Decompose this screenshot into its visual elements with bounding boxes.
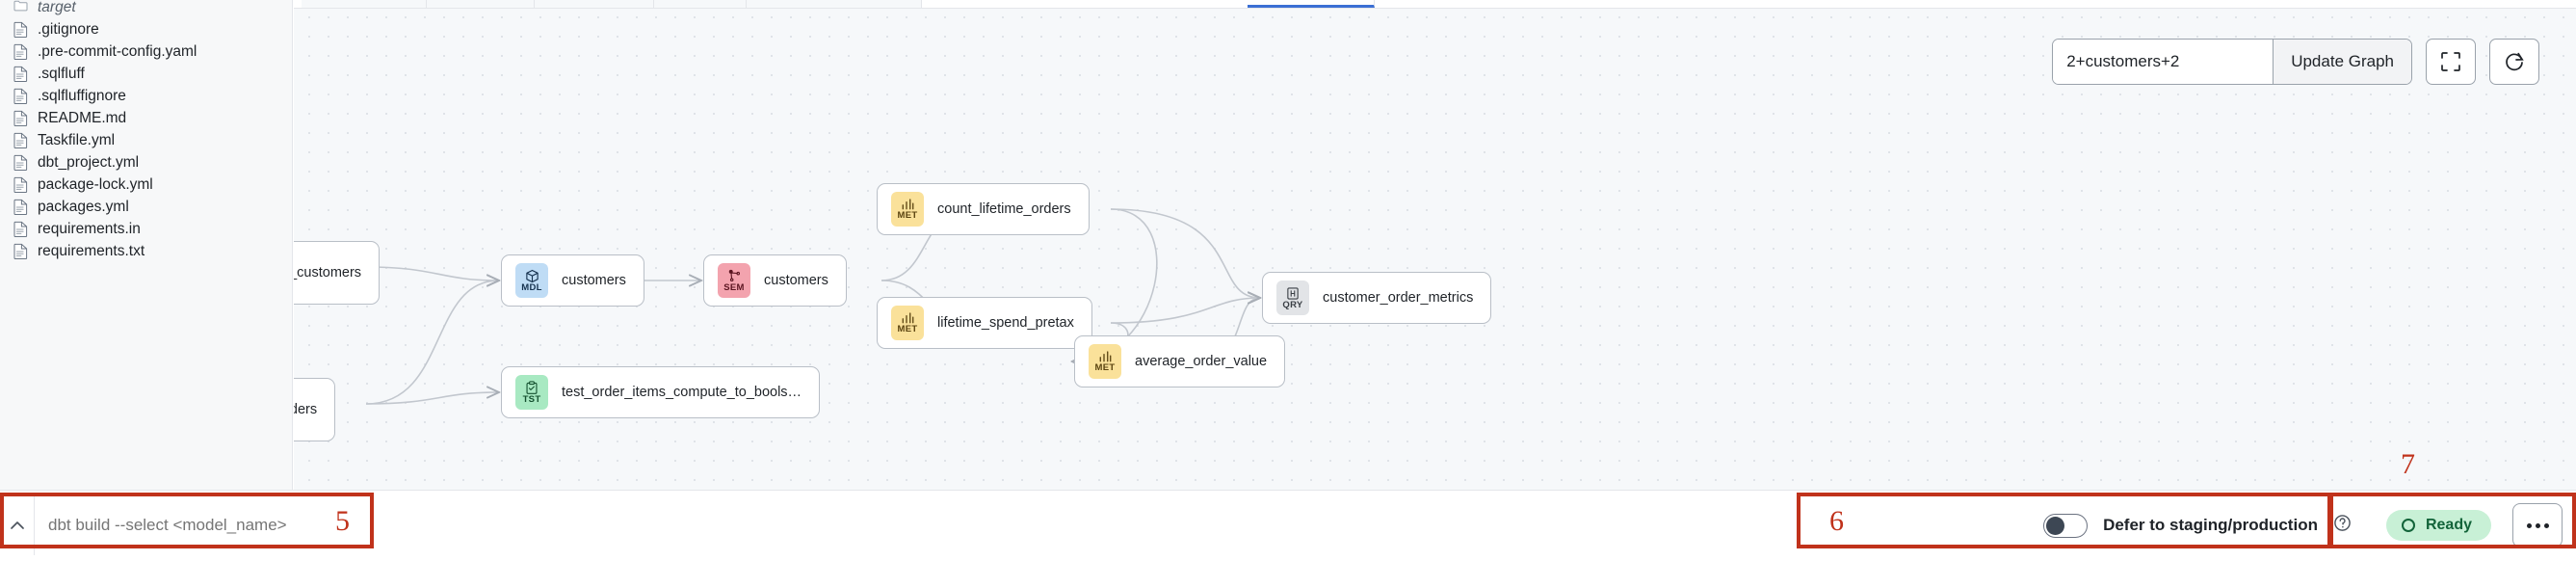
file-icon <box>13 66 28 82</box>
badge-code: QRY <box>1282 299 1303 310</box>
graph-selector-input[interactable] <box>2053 40 2274 84</box>
graph-node[interactable]: MET count_lifetime_orders <box>877 183 1090 235</box>
file-list-item[interactable]: .sqlfluff <box>0 63 292 85</box>
file-list-item[interactable]: requirements.in <box>0 218 292 240</box>
tab-chip-active[interactable] <box>1248 0 1375 8</box>
file-icon <box>13 88 28 104</box>
badge-code: MET <box>897 324 918 334</box>
graph-node-label: count_lifetime_orders <box>937 201 1071 217</box>
graph-node[interactable]: MET average_order_value <box>1074 335 1286 387</box>
graph-node-label: customers <box>562 273 626 288</box>
defer-toggle[interactable] <box>2043 513 2089 538</box>
graph-node-label: lifetime_spend_pretax <box>937 315 1074 331</box>
status-badge-label: Ready <box>2425 517 2472 533</box>
ellipsis-icon[interactable] <box>2512 503 2563 548</box>
file-icon <box>13 243 28 259</box>
toggle-knob <box>2046 516 2065 535</box>
graph-node-label: average_order_value <box>1135 354 1268 369</box>
file-list-item-label: .gitignore <box>38 20 99 38</box>
status-bar: Defer to staging/production Ready <box>0 490 2576 561</box>
graph-node-label: customers <box>764 273 828 288</box>
file-list-item[interactable]: .sqlfluffignore <box>0 85 292 107</box>
file-list-item-label: package-lock.yml <box>38 175 153 193</box>
graph-node-label: orders <box>294 402 318 417</box>
file-list-item-label: .sqlfluff <box>38 65 85 82</box>
graph-node[interactable]: tg_customers <box>294 241 381 305</box>
defer-label: Defer to staging/production <box>2103 516 2318 534</box>
tab-chip[interactable] <box>747 0 922 8</box>
file-icon <box>13 154 28 171</box>
graph-node-label: test_order_items_compute_to_bools… <box>562 385 802 400</box>
file-list-item[interactable]: requirements.txt <box>0 240 292 262</box>
file-list-item-label: requirements.in <box>38 220 141 237</box>
tab-chip[interactable] <box>535 0 654 8</box>
file-list-item-label: .sqlfluffignore <box>38 87 126 104</box>
graph-node-label: tg_customers <box>294 265 362 280</box>
mdl-badge-icon: MDL <box>515 263 548 298</box>
qry-badge-icon: QRY <box>1276 280 1309 315</box>
file-list-item[interactable]: package-lock.yml <box>0 174 292 196</box>
badge-code: MDL <box>521 281 542 293</box>
badge-code: SEM <box>723 281 745 293</box>
graph-node[interactable]: TST test_order_items_compute_to_bools… <box>501 366 821 418</box>
graph-node[interactable]: MET lifetime_spend_pretax <box>877 297 1092 349</box>
file-list-item-label: .pre-commit-config.yaml <box>38 42 197 60</box>
update-graph-button[interactable]: Update Graph <box>2273 40 2411 84</box>
status-badge[interactable]: Ready <box>2385 510 2491 541</box>
badge-code: MET <box>1094 362 1116 373</box>
graph-toolbar: Update Graph <box>2052 39 2539 85</box>
file-list-item-label: README.md <box>38 109 127 126</box>
refresh-icon[interactable] <box>2489 39 2539 85</box>
command-input[interactable] <box>35 516 372 535</box>
file-list-item[interactable]: .pre-commit-config.yaml <box>0 40 292 63</box>
tst-badge-icon: TST <box>515 375 548 410</box>
file-icon <box>13 110 28 126</box>
file-list-item-label: packages.yml <box>38 198 129 215</box>
file-list: target .gitignore .pre-commit-config.yaml.… <box>0 0 292 262</box>
file-list-item[interactable]: .gitignore <box>0 18 292 40</box>
file-list-item[interactable]: README.md <box>0 107 292 129</box>
tab-chip[interactable] <box>302 0 427 8</box>
met-badge-icon: MET <box>1089 344 1121 379</box>
met-badge-icon: MET <box>891 192 924 227</box>
file-icon <box>13 43 28 60</box>
file-list-item-label: Taskfile.yml <box>38 131 116 148</box>
file-explorer-panel[interactable]: target .gitignore .pre-commit-config.yaml.… <box>0 0 293 490</box>
tab-chip[interactable] <box>654 0 747 8</box>
editor-tab-strip[interactable] <box>294 0 2576 9</box>
graph-node[interactable]: SEM customers <box>703 254 847 307</box>
tab-chip[interactable] <box>427 0 535 8</box>
fullscreen-icon[interactable] <box>2426 39 2476 85</box>
file-list-item-label: target <box>38 0 76 15</box>
badge-code: MET <box>897 210 918 221</box>
file-list-item-label: requirements.txt <box>38 242 145 259</box>
graph-node[interactable]: QRY customer_order_metrics <box>1262 272 1492 324</box>
folder-icon <box>13 0 28 15</box>
file-list-item[interactable]: target <box>0 0 292 18</box>
graph-node[interactable]: orders <box>294 378 336 441</box>
file-icon <box>13 21 28 38</box>
file-list-item-label: dbt_project.yml <box>38 153 140 171</box>
chevron-up-icon[interactable] <box>0 495 35 555</box>
status-ring-icon <box>2401 519 2415 532</box>
file-icon <box>13 221 28 237</box>
command-bar <box>0 495 372 555</box>
sem-badge-icon: SEM <box>718 263 750 298</box>
graph-node-label: customer_order_metrics <box>1323 290 1474 306</box>
file-icon <box>13 199 28 215</box>
graph-node[interactable]: MDL customers <box>501 254 644 307</box>
defer-control: Defer to staging/production <box>2007 513 2369 538</box>
file-list-item[interactable]: packages.yml <box>0 196 292 218</box>
help-circle-icon[interactable] <box>2333 514 2352 537</box>
file-icon <box>13 132 28 148</box>
file-list-item[interactable]: Taskfile.yml <box>0 129 292 151</box>
status-bar-right: Defer to staging/production Ready <box>2007 495 2576 555</box>
file-icon <box>13 176 28 193</box>
graph-selector-group: Update Graph <box>2052 39 2412 85</box>
file-list-item[interactable]: dbt_project.yml <box>0 151 292 174</box>
met-badge-icon: MET <box>891 306 924 340</box>
badge-code: TST <box>522 393 541 405</box>
